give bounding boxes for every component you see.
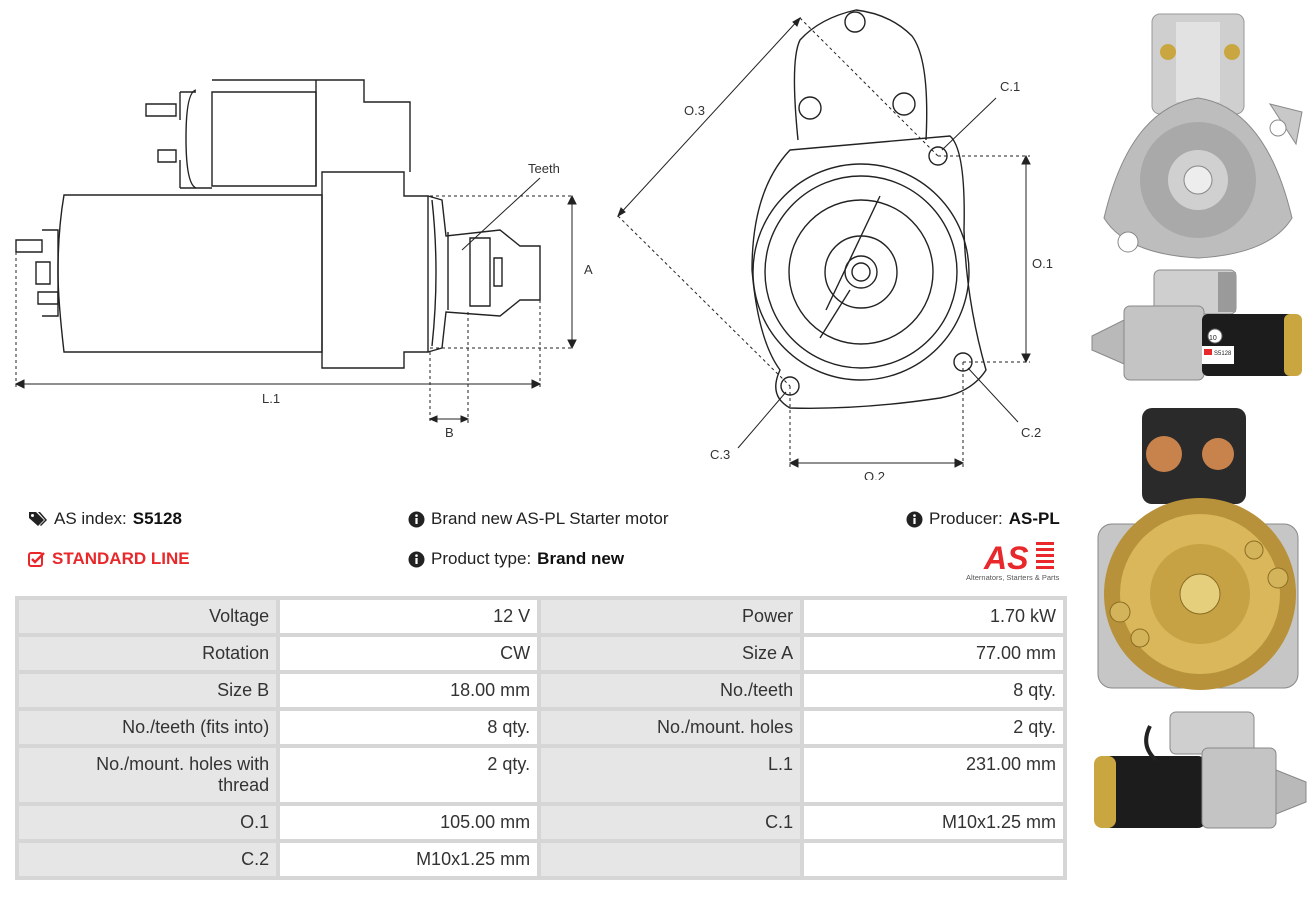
- spec-key: No./mount. holes: [539, 709, 803, 746]
- description-text: Brand new AS-PL Starter motor: [431, 509, 669, 528]
- spec-key: No./mount. holes with thread: [17, 746, 279, 804]
- spec-key: Size A: [539, 635, 803, 672]
- logo-mark: AS: [983, 540, 1029, 576]
- as-pl-logo: AS Alternators, Starters & Parts: [964, 538, 1068, 587]
- spec-value: 8 qty.: [802, 672, 1065, 709]
- producer: Producer: AS-PL: [906, 509, 1060, 529]
- as-index-label: AS index:: [54, 509, 127, 528]
- spec-key: Voltage: [17, 598, 279, 635]
- label-c3: C.3: [710, 447, 730, 462]
- technical-drawing: Teeth A L.1 B O.3 C.1 O.1 C.2 C.3 O.2: [14, 9, 1053, 480]
- spec-key: Power: [539, 598, 803, 635]
- standard-line: STANDARD LINE: [28, 549, 190, 569]
- logo-tagline: Alternators, Starters & Parts: [966, 573, 1060, 582]
- label-c2: C.2: [1021, 425, 1041, 440]
- photo-side-view: 10 S5128: [1091, 269, 1302, 381]
- spec-key: L.1: [539, 746, 803, 804]
- spec-value: 8 qty.: [278, 709, 540, 746]
- product-type-value: Brand new: [537, 549, 625, 568]
- spec-value: 2 qty.: [278, 746, 540, 804]
- spec-key: [539, 841, 803, 878]
- product-type-label: Product type:: [431, 549, 532, 568]
- label-o2: O.2: [864, 469, 885, 480]
- photo-rear-view: [1097, 408, 1299, 690]
- spec-value: 18.00 mm: [278, 672, 540, 709]
- spec-value: M10x1.25 mm: [278, 841, 540, 878]
- photo-side-view-2: [1094, 711, 1307, 829]
- standard-line-label: STANDARD LINE: [52, 549, 190, 568]
- label-o3: O.3: [684, 103, 705, 118]
- solenoid: [211, 91, 317, 187]
- label-l1: L.1: [262, 391, 280, 406]
- label-teeth: Teeth: [528, 161, 560, 176]
- label-a: A: [584, 262, 593, 277]
- spec-value: 105.00 mm: [278, 804, 540, 841]
- spec-key: C.1: [539, 804, 803, 841]
- spec-value: 77.00 mm: [802, 635, 1065, 672]
- spec-key: Size B: [17, 672, 279, 709]
- spec-value: 1.70 kW: [802, 598, 1065, 635]
- spec-value: M10x1.25 mm: [802, 804, 1065, 841]
- spec-value: 231.00 mm: [802, 746, 1065, 804]
- spec-key: C.2: [17, 841, 279, 878]
- spec-value: 2 qty.: [802, 709, 1065, 746]
- spec-key: Rotation: [17, 635, 279, 672]
- producer-label: Producer:: [929, 509, 1003, 528]
- info-icon: [408, 551, 425, 568]
- checkbox-checked-icon: [28, 551, 46, 567]
- photo-front-view: [1103, 13, 1303, 259]
- producer-value: AS-PL: [1008, 509, 1060, 528]
- photo-sticker-code: S5128: [1214, 351, 1232, 357]
- label-c1: C.1: [1000, 79, 1020, 94]
- description: Brand new AS-PL Starter motor: [408, 509, 668, 529]
- label-b: B: [445, 425, 454, 440]
- spec-row: No./teeth (fits into)8 qty.No./mount. ho…: [17, 709, 1065, 746]
- motor-body: [57, 194, 323, 353]
- spec-value: 12 V: [278, 598, 540, 635]
- info-icon: [906, 511, 923, 528]
- spec-key: O.1: [17, 804, 279, 841]
- spec-value: [802, 841, 1065, 878]
- photo-badge: 10: [1209, 335, 1217, 342]
- as-index: AS index: S5128: [28, 509, 182, 529]
- product-type: Product type: Brand new: [408, 549, 624, 569]
- spec-key: No./teeth (fits into): [17, 709, 279, 746]
- front-flange: [793, 9, 928, 141]
- info-icon: [408, 511, 425, 528]
- spec-key: No./teeth: [539, 672, 803, 709]
- spec-value: CW: [278, 635, 540, 672]
- tags-icon: [28, 511, 48, 527]
- as-index-value: S5128: [132, 509, 182, 528]
- label-o1: O.1: [1032, 256, 1053, 271]
